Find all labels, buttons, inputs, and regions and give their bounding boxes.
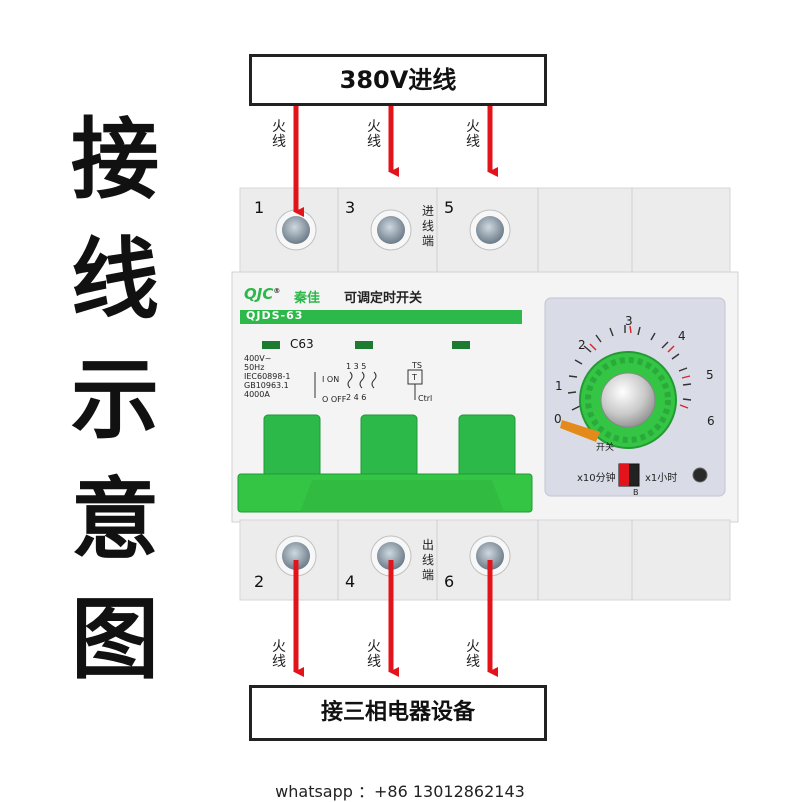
- terminal-number: 3: [345, 198, 356, 217]
- wire-label: 火线: [466, 639, 480, 670]
- bottom-screws: [275, 535, 511, 577]
- mode-right-label: x1小时: [645, 473, 678, 484]
- dial-tick-label: 2: [578, 338, 586, 352]
- dial-pointer: [560, 420, 600, 442]
- dial-tick-label: 5: [706, 368, 714, 382]
- dial-tick-label: 3: [625, 314, 633, 328]
- terminal-number: 1: [254, 198, 265, 217]
- dial-ticks: [567, 325, 692, 411]
- terminal-number: 5: [444, 198, 455, 217]
- output-wires: [293, 560, 498, 677]
- toggle-2: [360, 414, 418, 478]
- wire-label: 火线: [367, 119, 381, 150]
- footer-contact: whatsapp ：+86 13012862143: [275, 782, 525, 801]
- output-box: 接三相电器设备: [249, 685, 547, 741]
- dial-tick-label: 6: [707, 414, 715, 428]
- in-terminal-label: 进线端: [421, 204, 434, 248]
- input-box: 380V进线: [249, 54, 547, 106]
- dial-tick-label: 1: [555, 379, 563, 393]
- top-screws: [275, 209, 511, 251]
- title-char: 线: [70, 228, 159, 331]
- vertical-title: 接 线 示 意 图: [60, 100, 170, 700]
- out-terminal-label: 出线端: [421, 538, 434, 582]
- dial-open-label: 开关: [596, 443, 615, 453]
- wire-label: 火线: [272, 639, 286, 670]
- dial-knob-center: [600, 372, 656, 428]
- indicator-led: [692, 467, 708, 483]
- title-char: 图: [70, 588, 159, 691]
- terminal-number: 4: [345, 572, 356, 591]
- dial-tick-label: 4: [678, 329, 686, 343]
- on-label: I ON: [322, 375, 340, 384]
- title-char: 意: [70, 468, 159, 571]
- schematic-ctrl: Ctrl: [418, 394, 433, 403]
- brand-name: 秦佳: [294, 291, 321, 306]
- schematic-ts: TS: [412, 361, 422, 370]
- toggle-3: [458, 414, 516, 478]
- schematic: [314, 369, 423, 400]
- product-name: 可调定时开关: [344, 291, 423, 306]
- wire-label: 火线: [367, 639, 381, 670]
- schematic-top: 1 3 5: [346, 362, 367, 371]
- schematic-t: T: [412, 373, 417, 382]
- input-wires: [293, 106, 498, 217]
- terminal-number: 2: [254, 572, 265, 591]
- model-number: QJDS-63: [246, 309, 304, 322]
- rating-label: C63: [290, 337, 314, 351]
- terminal-number: 6: [444, 572, 455, 591]
- title-char: 示: [70, 348, 159, 451]
- toggle-1: [263, 414, 321, 478]
- off-label: O OFF: [322, 395, 347, 404]
- brand-logo: QJC®: [244, 285, 281, 303]
- schematic-bottom: 2 4 6: [346, 393, 367, 402]
- title-char: 接: [70, 108, 159, 211]
- mode-switch-letter: B: [633, 488, 639, 497]
- mode-left-label: x10分钟: [577, 473, 616, 484]
- wire-label: 火线: [466, 119, 480, 150]
- model-strip: [240, 310, 522, 324]
- dial-tick-label: 0: [554, 412, 562, 426]
- wire-label: 火线: [272, 119, 286, 150]
